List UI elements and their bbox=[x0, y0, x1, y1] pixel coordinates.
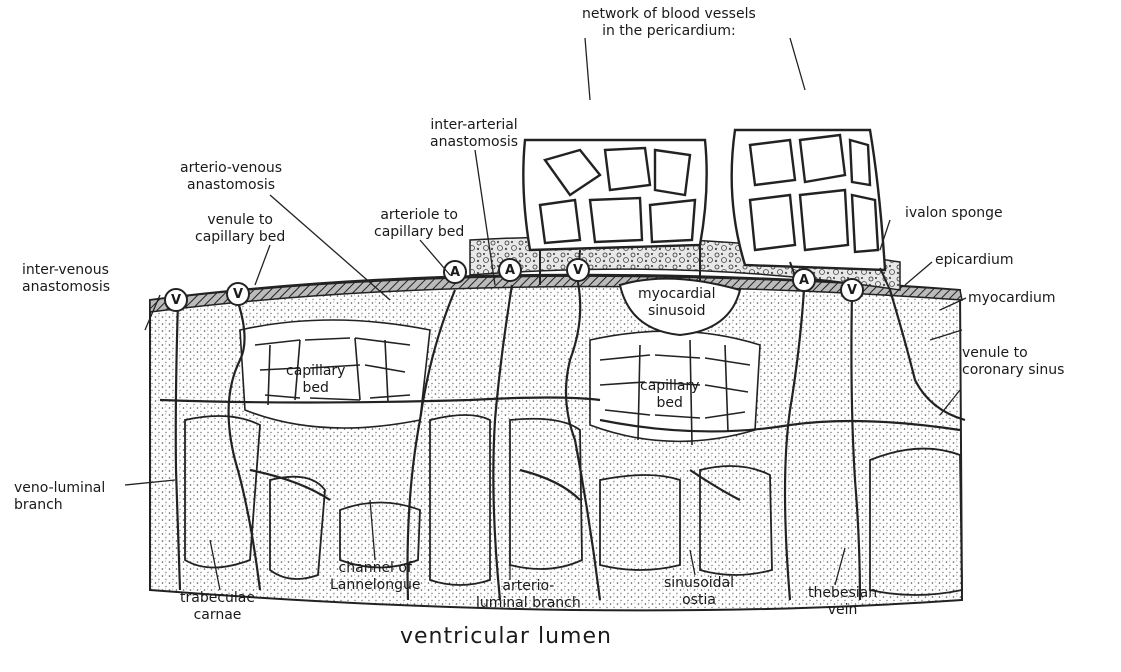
label-ivalon-sponge: ivalon sponge bbox=[905, 205, 1003, 222]
label-ventricular-lumen: ventricular lumen bbox=[400, 628, 612, 645]
label-arterio-luminal: arterio-luminal branch bbox=[476, 578, 581, 612]
vessel-letter-6: A bbox=[799, 272, 809, 289]
vessel-letter-1: V bbox=[171, 292, 181, 309]
vessel-letter-3: A bbox=[450, 264, 460, 281]
label-epicardium: epicardium bbox=[935, 252, 1013, 269]
vessel-letter-5: V bbox=[573, 262, 583, 279]
vessel-letter-7: V bbox=[847, 282, 857, 299]
pericardium-network-left bbox=[523, 140, 706, 250]
vessel-letter-2: V bbox=[233, 286, 243, 303]
pericardium-network-right bbox=[732, 130, 885, 270]
vessel-letter-4: A bbox=[505, 262, 515, 279]
label-myocardium: myocardium bbox=[968, 290, 1056, 307]
